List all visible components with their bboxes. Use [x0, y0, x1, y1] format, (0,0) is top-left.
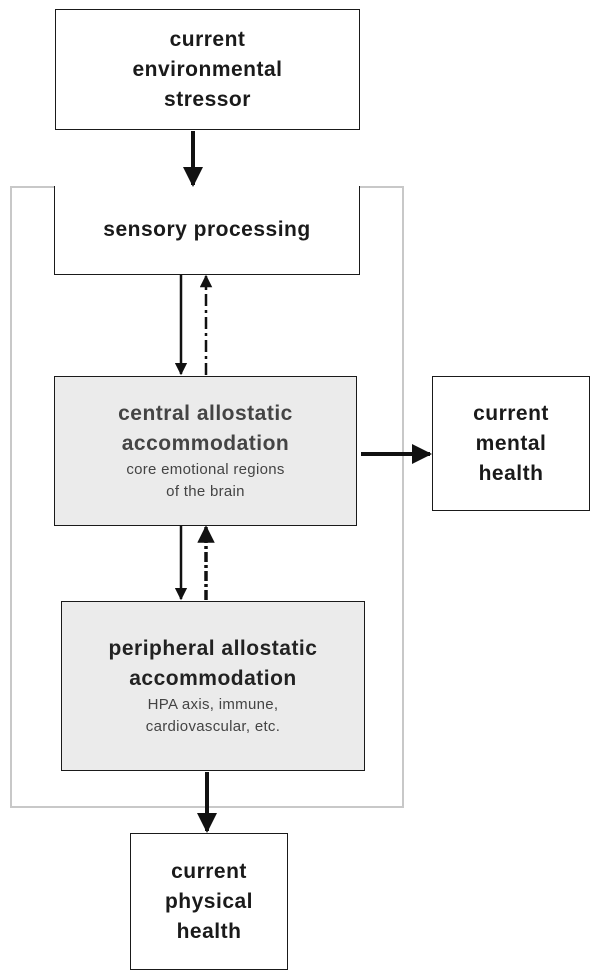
- central-title-line-2: accommodation: [121, 432, 290, 455]
- peripheral-sub-line-1: HPA axis, immune,: [147, 696, 279, 713]
- sensory-line-1: sensory processing: [103, 218, 311, 241]
- peripheral-sub-line-2: cardiovascular, etc.: [145, 718, 281, 735]
- physical-health-box: current physical health: [130, 833, 288, 970]
- peripheral-title-line-2: accommodation: [129, 667, 297, 690]
- stressor-line-3: stressor: [164, 87, 251, 111]
- central-sub-line-2: of the brain: [166, 483, 245, 500]
- peripheral-allostatic-box: peripheral allostatic accommodation HPA …: [61, 601, 365, 771]
- physical-line-1: current: [171, 859, 247, 883]
- mental-line-3: health: [478, 461, 544, 485]
- mental-health-box: current mental health: [432, 376, 590, 511]
- stressor-line-2: environmental: [132, 57, 283, 81]
- physical-line-2: physical: [164, 889, 254, 913]
- mental-line-2: mental: [475, 431, 547, 455]
- mental-line-1: current: [473, 401, 549, 425]
- peripheral-title-line-1: peripheral allostatic: [108, 637, 318, 660]
- stressor-line-1: current: [169, 27, 246, 51]
- central-allostatic-box: central allostatic accommodation core em…: [54, 376, 357, 526]
- central-title-line-1: central allostatic: [118, 402, 293, 425]
- stressor-box: current environmental stressor: [55, 9, 360, 130]
- central-sub-line-1: core emotional regions: [126, 461, 285, 478]
- sensory-processing-box: sensory processing: [54, 186, 360, 275]
- physical-line-3: health: [176, 919, 242, 943]
